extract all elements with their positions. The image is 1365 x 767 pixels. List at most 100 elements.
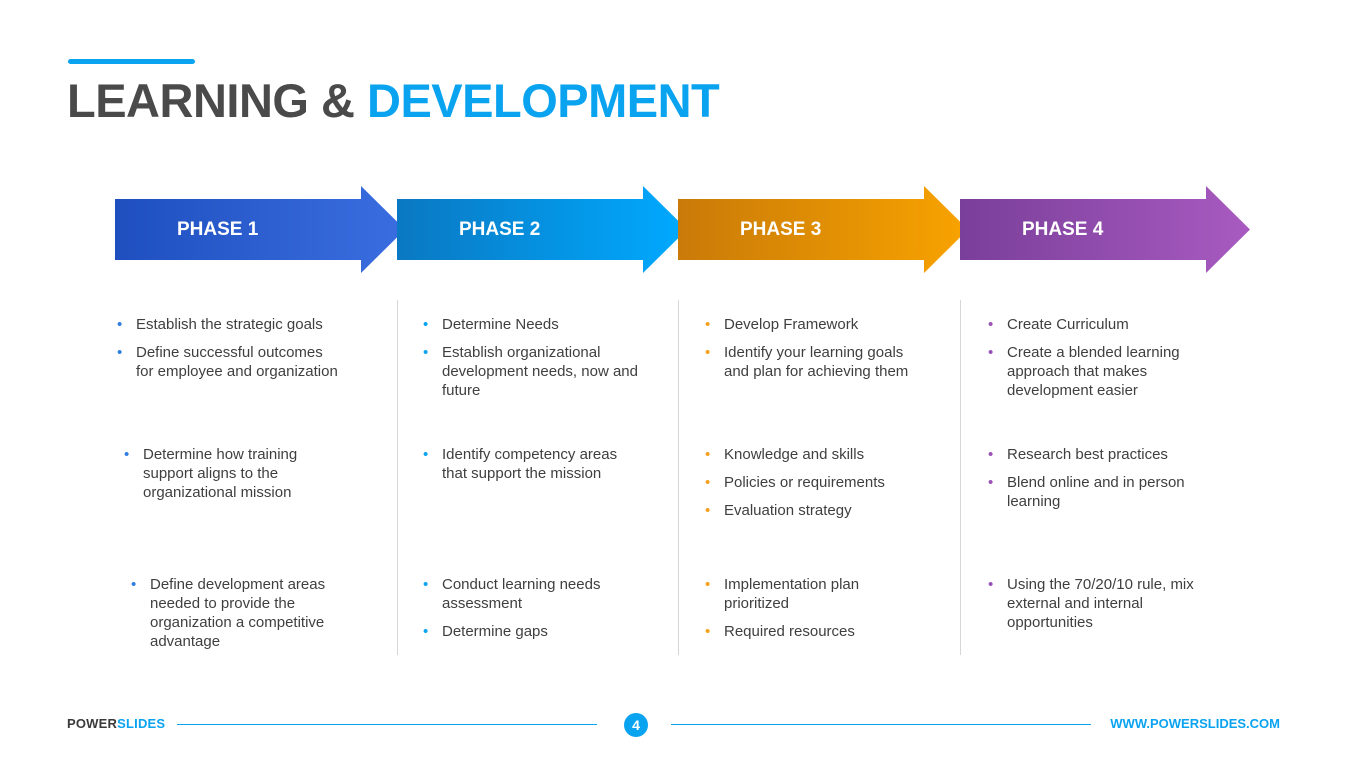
bullet-text: Identify competency areas that support t… <box>442 446 618 482</box>
bullet-dot-icon: • <box>988 316 994 333</box>
bullet-dot-icon: • <box>988 576 994 593</box>
arrow-shape <box>115 186 405 273</box>
bullet-dot-icon: • <box>423 623 429 640</box>
bullet-text: Develop Framework <box>724 316 859 333</box>
bullet-text: Knowledge and skills <box>724 446 865 463</box>
column-divider <box>397 300 398 655</box>
bullet-item: • Implementation plan prioritized <box>703 575 953 613</box>
phase-arrow-1: PHASE 1 <box>115 186 405 273</box>
bullet-item: • Establish the strategic goals <box>115 315 365 334</box>
bullet-dot-icon: • <box>705 316 711 333</box>
bullet-text: Using the 70/20/10 rule, mix external an… <box>1007 576 1194 631</box>
bullet-dot-icon: • <box>988 446 994 463</box>
bullet-dot-icon: • <box>705 474 711 491</box>
phase-1-bullet-group-1: • Establish the strategic goals • Define su… <box>115 315 365 390</box>
bullet-dot-icon: • <box>124 446 130 463</box>
bullet-dot-icon: • <box>705 446 711 463</box>
phase-4-bullet-group-3: • Using the 70/20/10 rule, mix external a… <box>986 575 1236 641</box>
bullet-dot-icon: • <box>988 344 994 361</box>
phase-4-bullet-group-1: • Create Curriculum • Create a blended lear… <box>986 315 1236 409</box>
bullet-dot-icon: • <box>988 474 994 491</box>
bullet-dot-icon: • <box>423 316 429 333</box>
phase-4-bullet-group-2: • Research best practices • Blend online an… <box>986 445 1236 520</box>
title-part-1: LEARNING & <box>67 74 367 127</box>
arrow-shape <box>960 186 1250 273</box>
bullet-item: • Evaluation strategy <box>703 501 953 520</box>
bullet-text: Create Curriculum <box>1007 316 1129 333</box>
bullet-item: • Create a blended learning approach that… <box>986 343 1236 400</box>
bullet-item: • Create Curriculum <box>986 315 1236 334</box>
bullet-item: • Determine gaps <box>421 622 671 641</box>
phase-1-bullet-group-3: • Define development areas needed to prov… <box>129 575 379 660</box>
phase-3-bullet-group-3: • Implementation plan prioritized • Require… <box>703 575 953 650</box>
bullet-item: • Define development areas needed to prov… <box>129 575 379 651</box>
page-number-badge: 4 <box>624 713 648 737</box>
bullet-dot-icon: • <box>705 344 711 361</box>
bullet-dot-icon: • <box>705 623 711 640</box>
bullet-text: Determine how training support aligns to… <box>143 446 298 501</box>
bullet-item: • Identify your learning goals and plan f… <box>703 343 953 381</box>
phase-label: PHASE 3 <box>740 219 822 240</box>
bullet-item: • Policies or requirements <box>703 473 953 492</box>
bullet-item: • Establish organizational development ne… <box>421 343 671 400</box>
bullet-dot-icon: • <box>117 316 123 333</box>
phase-2-bullet-group-1: • Determine Needs • Establish organizationa… <box>421 315 671 409</box>
bullet-dot-icon: • <box>423 344 429 361</box>
bullet-text: Define successful outcomes for employee … <box>136 344 338 380</box>
bullet-text: Identify your learning goals and plan fo… <box>724 344 909 380</box>
title-part-2: DEVELOPMENT <box>367 74 720 127</box>
phase-3-bullet-group-2: • Knowledge and skills • Policies or requir… <box>703 445 953 529</box>
bullet-text: Conduct learning needs assessment <box>442 576 601 612</box>
phase-arrow-4: PHASE 4 <box>960 186 1250 273</box>
bullet-text: Research best practices <box>1007 446 1168 463</box>
bullet-text: Required resources <box>724 623 855 640</box>
bullet-text: Implementation plan prioritized <box>724 576 860 612</box>
bullet-item: • Define successful outcomes for employee… <box>115 343 365 381</box>
bullet-dot-icon: • <box>705 502 711 519</box>
bullet-dot-icon: • <box>423 576 429 593</box>
footer-brand: POWERSLIDES <box>67 716 165 731</box>
phase-label: PHASE 1 <box>177 219 259 240</box>
bullet-dot-icon: • <box>117 344 123 361</box>
bullet-text: Establish the strategic goals <box>136 316 323 333</box>
bullet-item: • Identify competency areas that support … <box>421 445 671 483</box>
bullet-item: • Required resources <box>703 622 953 641</box>
bullet-text: Create a blended learning approach that … <box>1007 344 1180 399</box>
bullet-item: • Determine Needs <box>421 315 671 334</box>
phase-2-bullet-group-3: • Conduct learning needs assessment • Deter… <box>421 575 671 650</box>
phase-2-bullet-group-2: • Identify competency areas that support … <box>421 445 671 492</box>
phase-3-bullet-group-1: • Develop Framework • Identify your learnin… <box>703 315 953 390</box>
column-divider <box>678 300 679 655</box>
bullet-text: Evaluation strategy <box>724 502 852 519</box>
footer-brand-part-1: POWER <box>67 716 118 731</box>
title-accent-bar <box>68 59 195 64</box>
page-title: LEARNING & DEVELOPMENT <box>67 74 720 128</box>
bullet-text: Policies or requirements <box>724 474 885 491</box>
phase-arrow-2: PHASE 2 <box>397 186 687 273</box>
bullet-item: • Determine how training support aligns t… <box>122 445 372 502</box>
bullet-item: • Using the 70/20/10 rule, mix external a… <box>986 575 1236 632</box>
bullet-item: • Conduct learning needs assessment <box>421 575 671 613</box>
column-divider <box>960 300 961 655</box>
bullet-text: Determine Needs <box>442 316 559 333</box>
bullet-text: Establish organizational development nee… <box>442 344 638 399</box>
phase-arrow-3: PHASE 3 <box>678 186 968 273</box>
bullet-item: • Blend online and in person learning <box>986 473 1236 511</box>
footer-line-left <box>177 724 597 725</box>
bullet-item: • Knowledge and skills <box>703 445 953 464</box>
bullet-item: • Develop Framework <box>703 315 953 334</box>
bullet-text: Determine gaps <box>442 623 548 640</box>
arrow-shape <box>678 186 968 273</box>
footer-brand-part-2: SLIDES <box>117 716 166 731</box>
phase-label: PHASE 2 <box>459 219 541 240</box>
arrow-shape <box>397 186 687 273</box>
bullet-item: • Research best practices <box>986 445 1236 464</box>
phase-label: PHASE 4 <box>1022 219 1104 240</box>
bullet-text: Blend online and in person learning <box>1007 474 1185 510</box>
bullet-dot-icon: • <box>423 446 429 463</box>
bullet-dot-icon: • <box>705 576 711 593</box>
bullet-dot-icon: • <box>131 576 137 593</box>
bullet-text: Define development areas needed to provi… <box>150 576 326 650</box>
footer-line-right <box>671 724 1091 725</box>
footer-url-link[interactable]: WWW.POWERSLIDES.COM <box>1110 716 1280 731</box>
